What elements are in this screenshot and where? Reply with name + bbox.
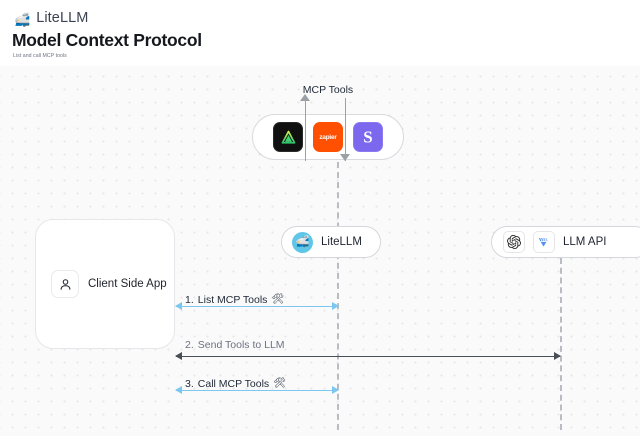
page-title: Model Context Protocol [12,30,202,50]
node-litellm[interactable]: 🚅 LiteLLM [281,226,381,258]
message-arrow-2-head-right [554,351,561,360]
message-arrow-2-head-left [175,351,182,360]
message-label-2: 2. Send Tools to LLM [185,339,285,351]
zapier-label: zapier [319,133,337,141]
openai-icon [503,231,525,253]
message-label-3-number: 3. [185,378,194,390]
message-label-2-number: 2. [185,339,194,351]
mcp-tools-title: MCP Tools [302,84,354,96]
arrow-litellm-to-mcp-head [300,94,310,101]
message-label-1: 1. List MCP Tools 🛠 [185,294,284,306]
message-label-2-text: Send Tools to LLM [197,339,285,351]
stripe-icon[interactable]: S [353,122,383,152]
message-arrow-1-head-left [175,301,182,310]
diagram-canvas[interactable]: MCP Tools [0,66,640,436]
zapier-icon[interactable]: zapier [313,122,343,152]
message-label-1-text: List MCP Tools [197,294,268,306]
message-label-1-number: 1. [185,294,194,306]
stripe-label: S [363,127,373,146]
message-label-3: 3. Call MCP Tools 🛠 [185,378,286,390]
litellm-avatar-icon: 🚅 [292,231,313,253]
lifeline-llm-api [560,258,562,430]
supabase-icon[interactable] [273,122,303,152]
lifeline-litellm [337,162,339,430]
arrow-litellm-to-mcp-line [305,98,306,161]
hammer-and-wrench-icon: 🛠 [271,294,285,305]
hammer-and-wrench-icon: 🛠 [273,378,286,389]
vertex-ai-icon [533,231,555,253]
message-arrow-3-line [176,390,338,391]
message-arrow-3-head-left [175,385,182,394]
message-arrow-3-head-right [332,385,339,394]
node-llm-api-label: LLM API [563,236,607,248]
brand-name: LiteLLM [36,10,89,26]
message-arrow-1-line [176,306,338,307]
message-label-3-text: Call MCP Tools [197,378,270,390]
arrow-mcp-to-litellm-head [340,154,350,161]
person-icon [51,270,79,298]
mcp-tools-group[interactable]: MCP Tools [252,84,404,160]
arrow-mcp-to-litellm-line [345,98,346,161]
node-client-side-app[interactable]: Client Side App [35,219,175,349]
page-subtitle: List and call MCP tools [13,53,67,59]
bullet-train-icon: 🚅 [14,11,31,27]
brand: 🚅 LiteLLM [14,8,88,28]
message-arrow-2-line [176,356,560,357]
diagram-canvas-inner: MCP Tools [0,66,640,436]
mcp-tools-box: zapier S [252,114,404,160]
message-arrow-1-head-right [332,301,339,310]
node-llm-api[interactable]: LLM API [491,226,640,258]
node-litellm-label: LiteLLM [321,236,362,248]
node-client-side-app-label: Client Side App [88,278,167,290]
